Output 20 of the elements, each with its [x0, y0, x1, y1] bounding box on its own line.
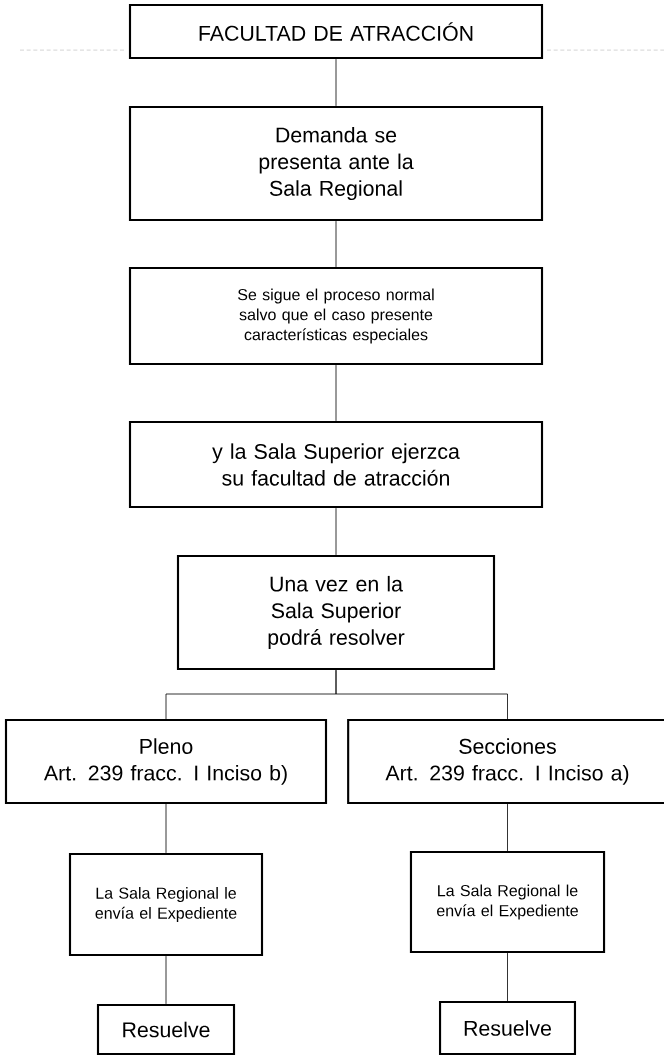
process-box: FACULTAD DE ATRACCIÓN	[128, 3, 544, 60]
process-box: Secciones Art. 239 fracc. I Inciso a)	[347, 718, 664, 805]
connector-line	[165, 955, 167, 1005]
process-box: y la Sala Superior ejerzca su facultad de atracción	[128, 420, 544, 509]
connector-line	[335, 364, 337, 422]
connector-line	[335, 669, 508, 720]
connector-line	[335, 220, 337, 268]
process-box: La Sala Regional le envía el Expediente	[409, 850, 606, 954]
process-box: Pleno Art. 239 fracc. I Inciso b)	[4, 718, 328, 805]
process-box: Demanda se presenta ante la Sala Regional	[128, 105, 544, 222]
connector-line	[165, 803, 167, 854]
process-box: Se sigue el proceso normal salvo que el caso presente características especiales	[128, 266, 544, 366]
process-box: Resuelve	[96, 1003, 236, 1056]
connector-line	[507, 803, 508, 852]
connector-line	[335, 58, 337, 107]
process-box: Una vez en la Sala Superior podrá resolver	[176, 554, 496, 671]
process-box: La Sala Regional le envía el Expediente	[68, 852, 264, 957]
process-box: Resuelve	[438, 1000, 577, 1056]
connector-line	[335, 507, 337, 556]
connector-line	[507, 952, 508, 1002]
